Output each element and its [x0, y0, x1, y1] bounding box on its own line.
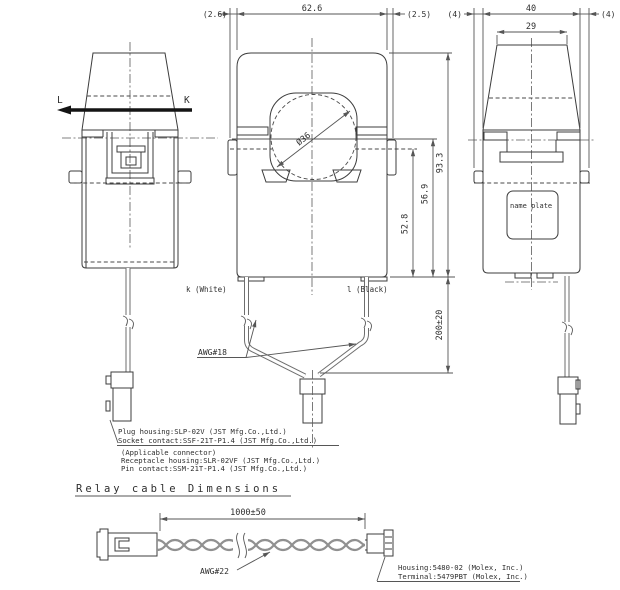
note-socket-contact: Socket contact:SSF-21T-P1.4 (JST Mfg.Co.… — [118, 436, 317, 445]
note-receptacle-housing: Receptacle housing:SLR-02VF (JST Mfg.Co.… — [121, 456, 320, 465]
aperture-diameter-dim: Ø36 — [294, 130, 313, 148]
dim-93-3: 93.3 — [436, 153, 446, 173]
dim-top-left: (2.6) — [203, 10, 227, 19]
dim-top-width: 62.6 — [302, 4, 322, 14]
dim-right-tab-right: (4) — [601, 10, 615, 19]
note-plug-housing: Plug housing:SLP-02V (JST Mfg.Co.,Ltd.) — [118, 427, 287, 436]
section-arrow-icon — [57, 105, 71, 115]
section-label-k: K — [184, 95, 190, 106]
dim-wire-length: 200±20 — [435, 310, 445, 341]
awg18-label: AWG#18 — [198, 348, 227, 357]
note-pin-contact: Pin contact:SSM-21T-P1.4 (JST Mfg.Co.,Lt… — [121, 464, 307, 473]
right-top-dimensions: (4) 40 (4) 29 — [448, 4, 615, 168]
dim-top-right: (2.5) — [407, 10, 431, 19]
dim-cable-length: 1000±50 — [230, 508, 266, 518]
dim-right-width: 40 — [526, 4, 536, 14]
relay-cable-section: Relay cable Dimensions 1000±50 AWG#22 Ho… — [75, 483, 528, 582]
dim-56-9: 56.9 — [421, 184, 431, 204]
front-top-dimensions: (2.6) 62.6 (2.5) — [203, 4, 431, 138]
height-dimensions: 52.8 56.9 93.3 200±20 — [320, 52, 455, 374]
dim-right-inner-width: 29 — [526, 22, 536, 32]
wire-l-label: l (Black) — [347, 285, 388, 294]
relay-section-heading: Relay cable Dimensions — [76, 483, 281, 495]
note-terminal: Terminal:5479PBT (Molex, Inc.) — [398, 572, 528, 581]
dim-right-tab-left: (4) — [448, 10, 462, 19]
note-applicable-connector: (Applicable connector) — [121, 448, 216, 457]
left-side-view: L K — [57, 42, 218, 444]
name-plate-label: name plate — [510, 202, 552, 210]
wire-labels: k (White) l (Black) AWG#18 — [186, 285, 388, 358]
wire-k-label: k (White) — [186, 285, 227, 294]
right-side-view: name plate — [468, 38, 596, 425]
section-label-l: L — [57, 95, 63, 106]
dim-52-8: 52.8 — [401, 214, 411, 234]
awg22-label: AWG#22 — [200, 567, 229, 576]
connector-notes: Plug housing:SLP-02V (JST Mfg.Co.,Ltd.) … — [117, 427, 339, 473]
note-housing: Housing:5480-02 (Molex, Inc.) — [398, 563, 524, 572]
front-view: Ø36 — [227, 38, 437, 448]
